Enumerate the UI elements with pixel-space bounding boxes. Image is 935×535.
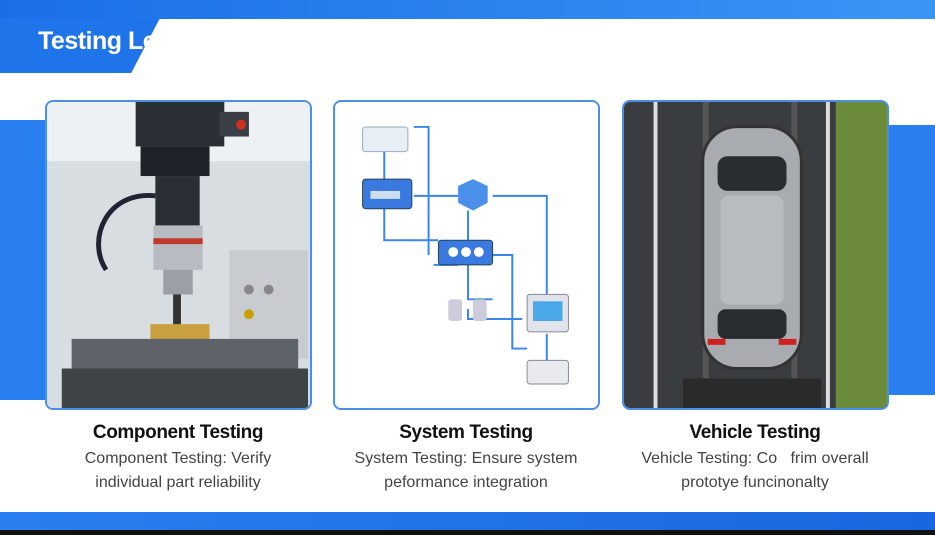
card-system-caption: System Testing System Testing: Ensure sy… [321,422,611,495]
title-banner [0,18,160,73]
card-title: Vehicle Testing [689,422,821,443]
bottom-edge [0,530,935,535]
card-title: Component Testing [92,422,264,443]
vehicle-testing-image [622,100,889,410]
card-title: System Testing [399,422,533,443]
right-accent [885,125,935,395]
page-title: Testing Level [38,27,190,55]
card-component-caption: Component Testing Component Testing: Ver… [33,422,323,495]
component-testing-image [45,100,312,410]
bottom-band [0,512,935,531]
left-accent [0,120,50,400]
top-band [0,0,935,19]
card-vehicle-caption: Vehicle Testing Vehicle Testing: Co frim… [610,422,900,495]
system-testing-diagram [333,100,600,410]
